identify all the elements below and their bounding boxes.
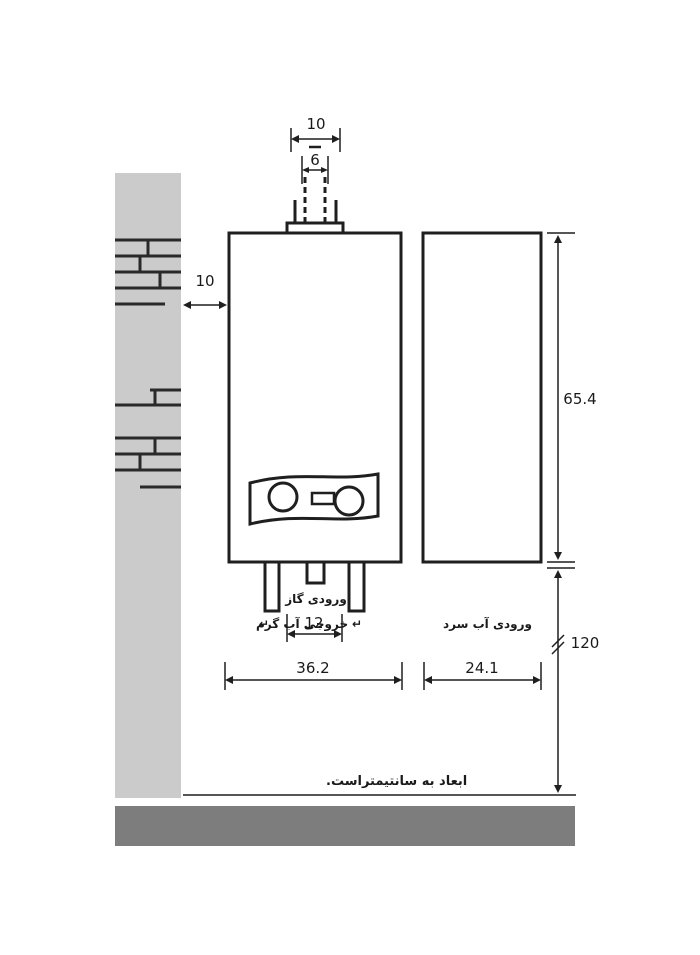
flue-outer-width-label: 10 — [306, 115, 325, 133]
body-depth-label: 24.1 — [465, 659, 498, 677]
body-depth-dimension — [423, 662, 542, 690]
bottom-pipes — [263, 560, 366, 613]
gas-pipe — [305, 560, 326, 585]
cold-water-arrow-icon: ↵ — [352, 617, 362, 631]
flue-outlet — [285, 175, 345, 235]
pipe-spacing-dimension — [286, 614, 343, 642]
flue-dimension-lines — [290, 128, 341, 184]
flue-inner-width-label: 6 — [310, 151, 320, 169]
wall-bricks — [115, 238, 181, 489]
wall-clearance-dimension — [183, 301, 227, 309]
body-width-label: 36.2 — [296, 659, 329, 677]
display-window — [310, 491, 336, 506]
control-panel — [248, 472, 380, 526]
left-knob — [267, 481, 299, 513]
hot-water-arrow-icon: ↵ — [259, 617, 269, 631]
hot-water-outlet-label: خروجی آب گرم — [256, 616, 348, 632]
body-width-dimension — [224, 662, 403, 690]
install-height-label: 120 — [571, 634, 600, 652]
cold-water-pipe — [347, 560, 366, 613]
floor — [115, 806, 575, 846]
height-label: 65.4 — [563, 390, 596, 408]
install-height-dimension — [551, 570, 565, 793]
units-note: ابعاد به سانتیمتراست. — [326, 774, 467, 789]
height-dimension — [547, 232, 575, 569]
pipe-spacing-label: 12 — [304, 614, 323, 632]
heater-side-view — [421, 231, 543, 564]
wall-clearance-label: 10 — [195, 272, 214, 290]
gas-inlet-label: ورودی گاز — [284, 592, 347, 607]
hot-water-pipe — [263, 560, 281, 613]
cold-water-inlet-label: ورودی آب سرد — [443, 616, 532, 632]
right-knob — [333, 485, 365, 517]
